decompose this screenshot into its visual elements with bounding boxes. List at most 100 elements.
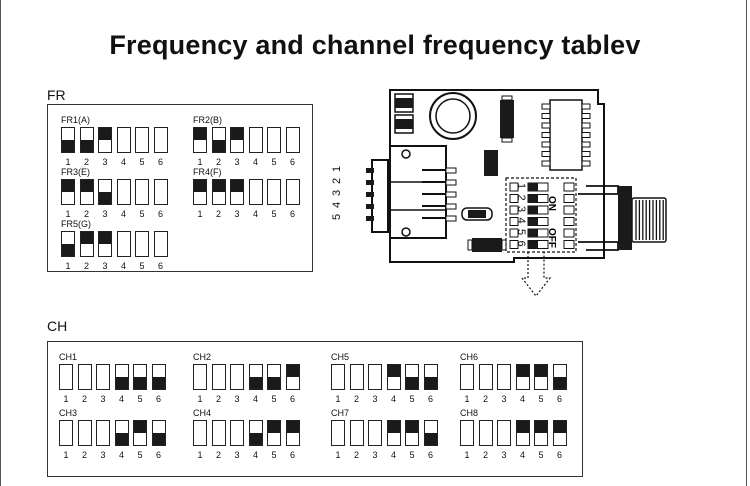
dip-switch-toggle [135,179,149,205]
dip-switch-number: 6 [556,394,562,404]
header-pin [366,168,374,173]
dip-switch-number: 4 [118,394,124,404]
dip-switch-knob [268,421,280,433]
dip-switch-number: 4 [252,209,258,219]
dip-switch-knob [99,232,111,244]
header-pin-number: 1 [331,166,343,172]
dip-switch-knob [424,377,437,389]
dip-switch-toggle [211,179,226,205]
dip-switch-number: 4 [118,450,124,460]
dip-switch-number: 2 [215,157,221,167]
dip-switch-number: 3 [501,394,507,404]
dip-switch-knob [387,365,400,377]
dip-switch-number: 6 [155,450,161,460]
ic-pin [581,103,591,110]
dip-switch-toggle [552,364,567,390]
dip-switch-toggle [497,364,511,390]
dip-switch-number: 1 [63,450,69,460]
dip-switch-number: 6 [427,450,433,460]
page-title: Frequency and channel frequency tablev [109,30,641,60]
dip-switch-number: 4 [390,394,396,404]
dip-switch-number: 2 [353,394,359,404]
dip-switch-toggle [96,364,110,390]
dip-switch-knob [80,232,93,244]
dip-switch-number: 1 [197,209,203,219]
fr-group-label: FR2(B) [193,115,222,125]
dip-switch-toggle [386,364,401,390]
dip-switch-number: 5 [139,261,145,271]
dip-switch-pad [563,182,575,192]
dip-switch-number: 5 [137,394,143,404]
dip-switch-number: 4 [390,450,396,460]
dip-switch-number: 4 [519,394,525,404]
dip-switch-number: 3 [372,394,378,404]
dip-switch-toggle [349,420,364,446]
dip-switch-number: 4 [252,450,258,460]
dip-switch-number: 5 [515,229,527,235]
dip-switch-knob [231,128,243,140]
ic-pin [581,122,591,129]
fr-group-label: FR3(E) [61,167,90,177]
dip-switch-number: 3 [234,450,240,460]
ch-group-label: CH6 [460,352,479,362]
dip-switch-number: 1 [335,394,341,404]
dip-switch-knob [152,377,165,389]
dip-switch-number: 5 [271,450,277,460]
dip-switch-pad [509,182,519,192]
dip-switch-toggle [331,420,345,446]
dip-switch-knob [553,421,566,433]
dip-switch-number: 6 [289,450,295,460]
dip-switch-toggle [79,127,94,153]
dip-switch-number: 6 [289,394,295,404]
dip-switch-knob [62,244,74,256]
dip-switch-toggle [153,127,168,153]
dip-switch-pad [563,217,575,226]
dip-switch-toggle [285,420,300,446]
dip-switch-toggle [349,364,364,390]
ic-pin [541,160,551,167]
dip-switch-knob [99,128,111,140]
dip-switch-knob [99,192,111,204]
ch-group-label: CH8 [460,408,479,418]
dip-switch-pad [509,194,519,203]
dip-switch-toggle [133,364,147,390]
header-pin [366,204,374,209]
dip-switch-number: 3 [372,450,378,460]
ch-group-label: CH4 [193,408,212,418]
dip-switch-number: 2 [353,450,359,460]
dip-switch-pad [563,205,575,215]
dip-switch-number: 5 [139,157,145,167]
dip-switch-number: 4 [519,450,525,460]
dip-switch-slider [528,194,538,203]
dip-switch-number: 1 [65,261,71,271]
dip-switch-toggle [153,231,168,257]
dip-switch-number: 1 [65,209,71,219]
ch-group-label: CH5 [331,352,350,362]
dip-switch-number: 2 [482,450,488,460]
ic-pin [541,132,551,138]
left-border [0,0,1,486]
ic-pin [541,103,551,110]
dip-switch-knob [286,421,299,433]
dip-switch-number: 2 [215,209,221,219]
dip-switch-area [505,177,577,253]
dip-switch-slider [528,240,538,249]
dip-switch-pad [563,194,575,203]
dip-switch-number: 3 [102,261,108,271]
dip-switch-knob [194,128,206,140]
dip-switch-slider [528,206,538,214]
dip-on-label: ON [546,196,557,211]
dip-switch-number: 3 [102,157,108,167]
dip-switch-number: 6 [556,450,562,460]
dip-switch-toggle [116,179,131,205]
dip-switch-slider [528,217,538,226]
dip-switch-toggle [151,420,166,446]
dip-switch-number: 1 [464,450,470,460]
fr-group-label: FR5(G) [61,219,91,229]
dip-switch-toggle [248,127,263,153]
header-trace-pad [445,203,457,210]
dip-switch-toggle [114,420,129,446]
